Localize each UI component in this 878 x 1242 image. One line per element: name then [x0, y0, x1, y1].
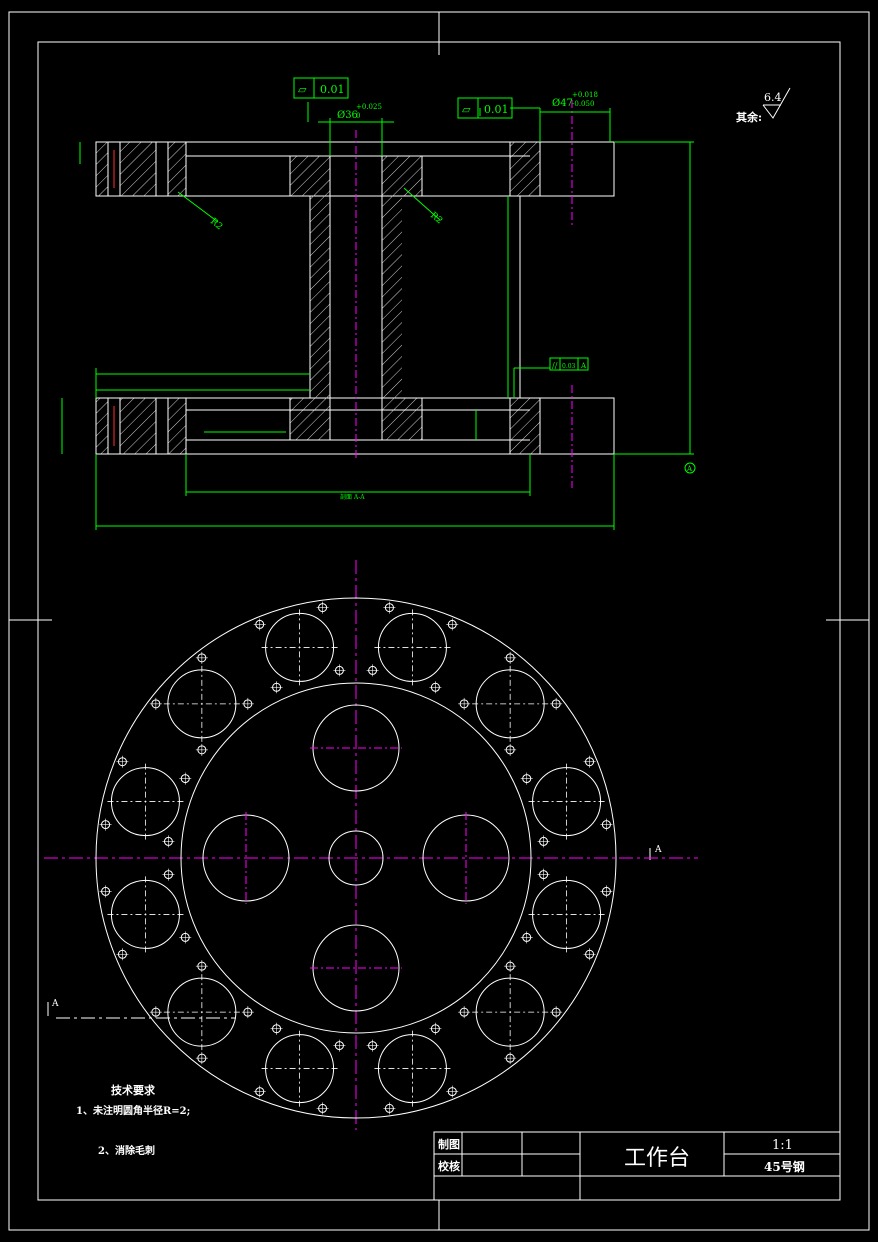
title-block — [433, 1131, 841, 1201]
flatness-frame-2: ⏥ 0.01 — [457, 97, 513, 119]
bore-tol-upper: +0.025 — [356, 103, 382, 111]
flatness-value-2: 0.01 — [484, 103, 509, 116]
surface-finish-icon — [762, 87, 791, 119]
bore-tol-lower: 0 — [356, 112, 360, 120]
part-name: 工作台 — [624, 1146, 690, 1171]
bore-diameter: Ø36 — [337, 110, 358, 121]
section-view: ⏥ 0.01 ⏥ 0.01 // 0.03 A A Ø36 +0.025 0 Ø… — [61, 77, 696, 860]
datum-label: A — [686, 465, 693, 473]
center-bore — [328, 830, 384, 886]
bolt-groups — [99, 601, 613, 1115]
surface-finish-note: 其余: 6.4 — [736, 87, 791, 124]
tech-req-item-1: 1、未注明圆角半径R=2; — [76, 1104, 190, 1117]
surface-finish-value: 6.4 — [764, 91, 782, 104]
tech-req-item-2: 2、消除毛刺 — [98, 1144, 155, 1157]
parallel-symbol: // — [552, 361, 558, 370]
flatness-symbol-1: ⏥ — [298, 83, 307, 96]
cavity-right — [402, 195, 521, 399]
outer-tol-upper: +0.018 — [572, 91, 598, 99]
outer-diameter: Ø47 — [552, 98, 573, 109]
drawn-by-label: 制图 — [438, 1137, 460, 1151]
cavity-left — [196, 195, 311, 399]
parallel-value: 0.03 — [562, 363, 576, 370]
datum-marker: A — [684, 462, 696, 474]
section-name: 剖面 A-A — [340, 493, 365, 501]
plan-view: A — [44, 560, 698, 1130]
inner-circle — [180, 682, 532, 1034]
surface-finish-prefix: 其余: — [736, 110, 762, 124]
material: 45号钢 — [764, 1159, 805, 1174]
flatness-value-1: 0.01 — [320, 83, 345, 96]
parallel-datum: A — [580, 362, 587, 370]
flatness-frame-1: ⏥ 0.01 — [293, 77, 349, 99]
outer-flange-circle — [95, 597, 617, 1119]
svg-text:A: A — [51, 999, 59, 1009]
parallel-frame: // 0.03 A — [549, 357, 589, 371]
tech-req-heading: 技术要求 — [111, 1083, 156, 1097]
checked-by-label: 校核 — [438, 1159, 460, 1173]
flatness-symbol-2: ⏥ — [462, 103, 471, 116]
dimensions — [61, 102, 694, 530]
technical-requirements: 技术要求 1、未注明圆角半径R=2; 2、消除毛刺 — [76, 1083, 190, 1157]
outer-tol-lower: -0.050 — [572, 100, 594, 108]
scale: 1:1 — [772, 1138, 793, 1153]
section-arrow-left: A — [47, 999, 59, 1016]
svg-text:A: A — [654, 845, 662, 855]
centering-marks — [9, 12, 869, 1230]
